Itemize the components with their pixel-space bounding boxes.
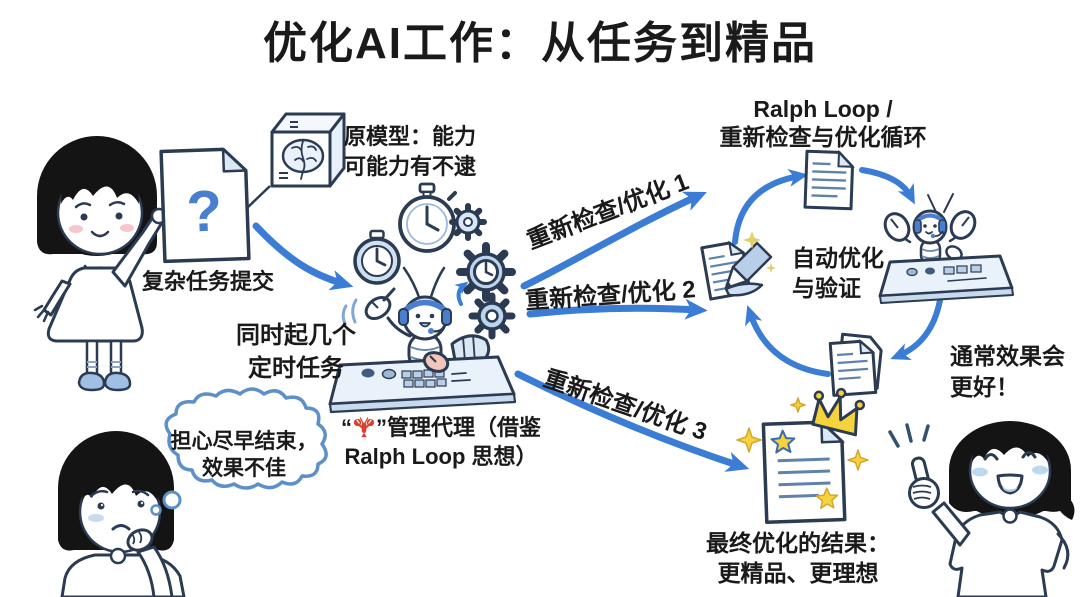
task-submit-label: 复杂任务提交	[141, 269, 274, 294]
worry-line2: 效果不佳	[202, 457, 286, 480]
result-label: 最终优化的结果： 更精品、更理想	[664, 528, 932, 588]
loop-title-line2: 重新检查与优化循环	[719, 124, 927, 150]
model-note: 原模型：能力 可能力有不逮	[344, 122, 476, 182]
loop-center-line1: 自动优化	[792, 245, 884, 271]
arrow-recheck-2	[526, 298, 708, 320]
girl-presenting	[33, 136, 168, 392]
result-document	[761, 419, 847, 524]
flow-arrows	[252, 167, 943, 472]
task-document: ?	[159, 147, 251, 264]
loop-center-label: 自动优化 与验证	[792, 243, 884, 303]
outcome-note: 通常效果会 更好！	[950, 341, 1065, 403]
caption-line2: Ralph Loop 思想）	[344, 444, 538, 469]
gear-curl-arrow	[454, 281, 469, 306]
gear-icon-small	[449, 203, 487, 241]
question-mark-glyph: ?	[185, 178, 223, 244]
arrow-submit	[252, 222, 354, 291]
result-line1: 最终优化的结果：	[706, 530, 890, 556]
shoe-right	[103, 371, 132, 392]
timers-note: 同时起几个 定时任务	[226, 319, 366, 385]
shirt	[948, 510, 1064, 597]
result-line2: 更精品、更理想	[717, 560, 879, 586]
timers-note-line2: 定时任务	[248, 355, 344, 382]
hand-on-chin	[126, 528, 154, 552]
loop-doc-edit	[700, 231, 776, 301]
lobster-manager	[328, 266, 517, 414]
stopwatch-icon-large	[398, 182, 457, 253]
model-note-line1: 原模型：能力	[344, 124, 477, 149]
bangs	[82, 450, 158, 502]
outcome-note-line1: 通常效果会	[950, 343, 1065, 369]
arm	[931, 501, 971, 547]
worry-line1: 担心尽早结束，	[170, 430, 318, 453]
thought-bubble	[150, 387, 328, 516]
sparkle-icon	[790, 397, 806, 413]
loop-doc-top	[803, 149, 855, 211]
girl-thumbs-up	[888, 421, 1075, 597]
sparkle-icon	[743, 231, 761, 249]
arrow-recheck-3	[514, 370, 750, 472]
loop-arc-top-right	[859, 167, 915, 205]
lobster-icon	[353, 416, 375, 437]
loop-center-line2: 与验证	[792, 275, 861, 301]
loop-arc-right-bottom	[890, 297, 943, 361]
emphasis-lines	[888, 423, 930, 448]
caption-quote-open: “	[340, 415, 352, 440]
loop-title: Ralph Loop / 重新检查与优化循环	[688, 95, 958, 151]
worry-bubble-text: 担心尽早结束， 效果不佳	[158, 428, 330, 482]
manager-caption: “ ”管理代理（借鉴 Ralph Loop 思想）	[326, 413, 556, 471]
sparkle-icon	[736, 427, 762, 453]
timers-note-line1: 同时起几个	[236, 322, 356, 349]
star-icon	[770, 429, 796, 454]
gear-icon-bottom	[468, 292, 516, 340]
brain-box-icon	[246, 112, 346, 209]
sparkle-icon	[766, 263, 776, 273]
loop-docs-stacked	[828, 332, 883, 397]
loop-arc-bottom-left	[745, 305, 831, 377]
girl-worried	[58, 431, 186, 597]
star-icon	[815, 487, 839, 509]
loop-arc-left-top	[732, 168, 809, 245]
shoe-left	[77, 371, 106, 392]
sparkle-icon	[847, 449, 869, 471]
caption-text: ”管理代理（借鉴	[375, 415, 541, 440]
loop-title-line1: Ralph Loop /	[753, 96, 893, 122]
model-note-line2: 可能力有不逮	[344, 154, 477, 179]
arm	[136, 545, 174, 597]
lobster-optimizer	[878, 193, 1014, 304]
stopwatch-icon-small	[353, 229, 401, 285]
result-sparkles	[736, 397, 869, 471]
arrow-recheck-1	[520, 191, 707, 290]
outcome-note-line2: 更好！	[950, 374, 1019, 400]
gear-icon-clock	[456, 242, 516, 302]
page-title: 优化AI工作：从任务到精品	[263, 19, 817, 68]
bangs	[61, 148, 139, 204]
crown-icon	[811, 387, 866, 437]
